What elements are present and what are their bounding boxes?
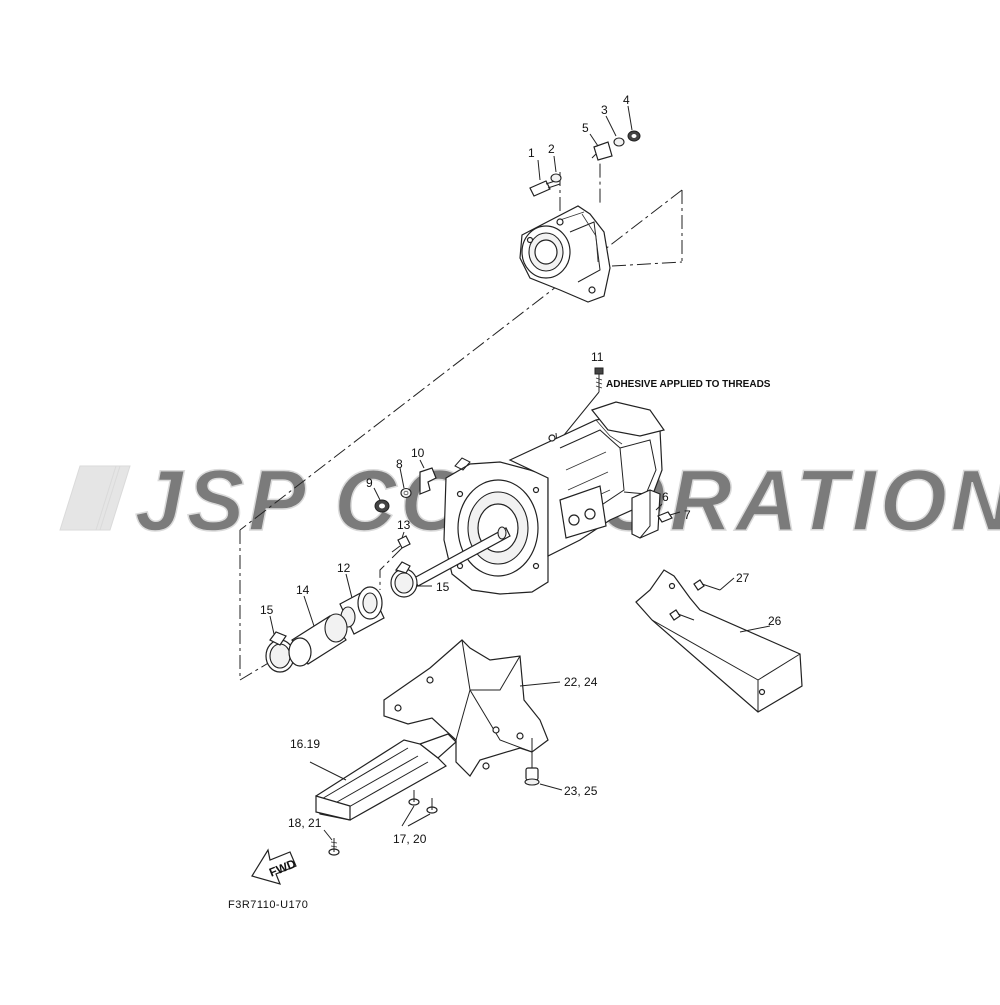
callout-27: 27 xyxy=(736,571,750,585)
part-pad-6 xyxy=(631,489,661,539)
callout-8: 8 xyxy=(396,457,403,471)
part-nut-4 xyxy=(627,130,641,142)
callout-22-24: 22, 24 xyxy=(564,675,598,689)
part-screw-13 xyxy=(391,535,411,553)
leader-2 xyxy=(553,155,557,173)
callout-11: 11 xyxy=(591,350,604,364)
callout-26: 26 xyxy=(768,614,782,628)
part-screw-18-21 xyxy=(328,838,340,856)
callout-13: 13 xyxy=(397,518,411,532)
leader-4 xyxy=(627,105,633,131)
leader-8 xyxy=(399,467,405,489)
adhesive-note: ADHESIVE APPLIED TO THREADS xyxy=(606,379,771,390)
part-washer-3 xyxy=(613,137,625,147)
leader-5 xyxy=(589,133,599,147)
callout-1: 1 xyxy=(528,146,535,160)
callout-18-21: 18, 21 xyxy=(288,816,322,830)
leader-11 xyxy=(559,391,600,441)
part-hose-14 xyxy=(288,613,348,667)
callout-12: 12 xyxy=(337,561,351,575)
watermark-logo-mark xyxy=(59,465,131,531)
part-washer-8 xyxy=(400,487,412,499)
callout-23-25: 23, 25 xyxy=(564,784,598,798)
leader-9 xyxy=(373,487,381,501)
part-bolt-23-25 xyxy=(524,738,540,786)
part-screw-7 xyxy=(657,511,681,523)
part-bolt-1 xyxy=(529,179,561,197)
leader-6 xyxy=(655,503,663,511)
callout-6: 6 xyxy=(662,490,669,504)
part-sleeve-12 xyxy=(339,586,385,635)
leader-14 xyxy=(303,595,315,627)
fwd-arrow-icon: FWD xyxy=(251,848,298,885)
leader-22 xyxy=(519,681,561,687)
part-plate-5 xyxy=(593,141,613,161)
part-bolt-11 xyxy=(594,367,604,392)
callout-10: 10 xyxy=(411,446,425,460)
part-washer-2 xyxy=(550,173,562,183)
leader-1 xyxy=(537,159,541,181)
part-clip-10 xyxy=(419,467,437,495)
callout-3: 3 xyxy=(601,103,608,117)
part-nut-9 xyxy=(374,499,390,513)
leader-15-left xyxy=(269,615,275,635)
callout-5: 5 xyxy=(582,121,589,135)
part-hose-clamp-15-right xyxy=(390,561,418,598)
part-screws-27 xyxy=(669,579,721,621)
callout-16-19: 16.19 xyxy=(290,737,320,751)
leader-16 xyxy=(309,761,347,781)
leader-27 xyxy=(719,577,735,591)
part-hose-clamp-15-left xyxy=(265,631,295,673)
part-jet-pump-housing xyxy=(443,401,665,595)
dash-leader-13 xyxy=(379,547,403,590)
leader-3 xyxy=(605,115,617,137)
dash-leader-top xyxy=(239,189,683,531)
leader-26 xyxy=(739,625,771,633)
leader-10 xyxy=(419,459,425,469)
callout-14: 14 xyxy=(296,583,310,597)
callout-17-20: 17, 20 xyxy=(393,832,427,846)
callout-15-left: 15 xyxy=(260,603,274,617)
leader-13 xyxy=(401,531,405,539)
dash-leader-top-short xyxy=(611,261,683,267)
part-rail-16-19 xyxy=(315,733,457,821)
part-bearing-housing xyxy=(519,205,611,303)
dash-leader-left-short xyxy=(239,661,271,681)
callout-2: 2 xyxy=(548,142,555,156)
callout-15-right: 15 xyxy=(436,580,450,594)
leader-18 xyxy=(323,829,333,841)
figure-code: F3R7110-U170 xyxy=(228,899,308,911)
leader-23 xyxy=(539,783,563,791)
part-cover-26 xyxy=(635,569,803,713)
callout-9: 9 xyxy=(366,476,373,490)
callout-4: 4 xyxy=(623,93,630,107)
callout-7: 7 xyxy=(684,508,691,522)
leader-12 xyxy=(345,573,353,599)
leader-17 xyxy=(401,805,431,827)
part-screws-17-20 xyxy=(408,790,438,814)
part-bracket-22-24 xyxy=(383,639,549,777)
